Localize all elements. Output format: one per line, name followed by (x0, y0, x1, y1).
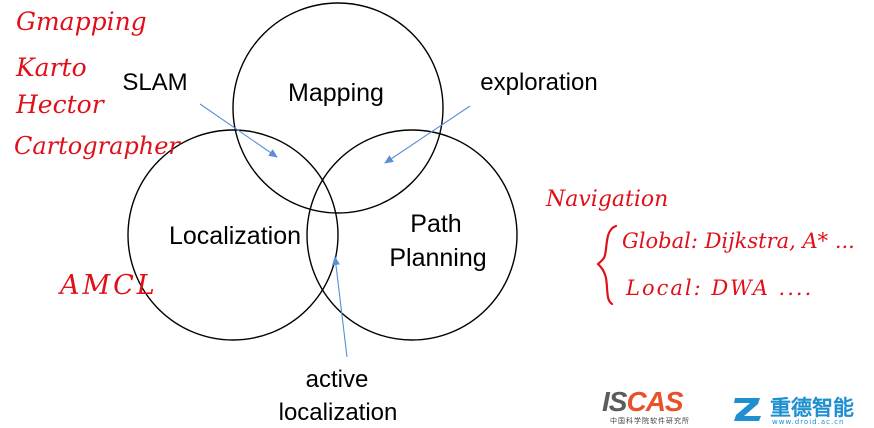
iscas-subtitle: 中国科学院软件研究所 (610, 417, 690, 425)
handwritten-brace (596, 224, 618, 306)
iscas-logo: ISCAS 中国科学院软件研究所 (600, 386, 716, 425)
localization-circle (127, 129, 339, 341)
active-localization-label-line1: active (306, 366, 369, 393)
handwritten-navigation-local: Local: DWA .... (625, 276, 813, 300)
exploration-label: exploration (480, 69, 597, 96)
path-planning-label-line2: Planning (389, 244, 486, 272)
localization-label: Localization (169, 222, 301, 250)
active-localization-label-line2: localization (279, 399, 398, 426)
path-planning-label-line1: Path (410, 210, 461, 238)
iscas-wordmark: ISCAS (602, 386, 684, 417)
droid-url: www.droid.ac.cn (772, 418, 845, 426)
droid-logo: 重德智能 www.droid.ac.cn (732, 392, 862, 426)
slam-arrow (199, 103, 278, 158)
mapping-label: Mapping (288, 79, 384, 107)
active-localization-arrow (331, 256, 348, 358)
exploration-arrow (384, 105, 471, 164)
mapping-circle (232, 2, 444, 214)
handwritten-cartographer: Cartographer (14, 132, 181, 160)
handwritten-amcl: AMCL (57, 270, 158, 301)
handwritten-karto: Karto (15, 53, 87, 82)
droid-name: 重德智能 (770, 396, 854, 420)
handwritten-gmapping: Gmapping (16, 7, 147, 36)
path-planning-circle (306, 129, 518, 341)
handwritten-navigation: Navigation (545, 187, 668, 212)
slam-label: SLAM (122, 69, 187, 96)
handwritten-navigation-global: Global: Dijkstra, A* ... (622, 229, 855, 253)
droid-mark-icon (734, 398, 761, 421)
handwritten-hector: Hector (15, 90, 106, 119)
